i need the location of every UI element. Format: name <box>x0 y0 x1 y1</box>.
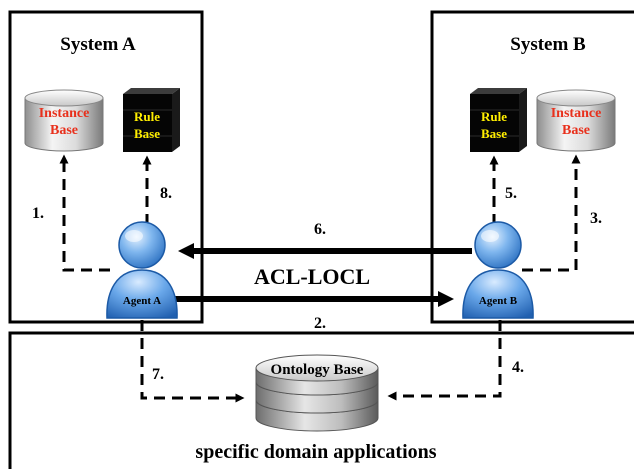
domain-label: specific domain applications <box>195 441 436 463</box>
instance-base-b: Instance Base <box>536 89 616 152</box>
step-7-label: 7. <box>152 366 164 383</box>
system-a-box <box>8 10 204 324</box>
instance-base-a-label-1: Instance <box>39 106 90 121</box>
step-1-label: 1. <box>32 205 44 222</box>
system-a-title: System A <box>60 34 136 55</box>
step-6-label: 6. <box>314 221 326 238</box>
step-5-label: 5. <box>505 185 517 202</box>
agent-b: Agent B <box>462 221 534 319</box>
rule-base-b-label-2: Base <box>481 126 507 141</box>
agent-b-label: Agent B <box>479 295 518 307</box>
rule-base-a: Rule Base <box>123 88 180 152</box>
system-b-title: System B <box>510 34 586 55</box>
system-b-box <box>430 10 634 324</box>
ontology-base: Ontology Base <box>255 354 379 432</box>
step-8-label: 8. <box>160 185 172 202</box>
ontology-base-label: Ontology Base <box>271 362 364 378</box>
flow-4-arrow <box>387 320 502 401</box>
step-3-label: 3. <box>590 210 602 227</box>
step-2-label: 2. <box>314 315 326 332</box>
instance-base-a: Instance Base <box>24 89 104 152</box>
instance-base-b-label-1: Instance <box>551 106 602 121</box>
agent-a: Agent A <box>106 221 178 319</box>
instance-base-a-label-2: Base <box>50 123 78 138</box>
flow-3-arrow <box>522 154 581 272</box>
rule-base-a-label-2: Base <box>134 126 160 141</box>
instance-base-b-label-2: Base <box>562 123 590 138</box>
rule-base-b-label-1: Rule <box>481 109 507 124</box>
flow-1-arrow <box>59 154 110 272</box>
agent-a-label: Agent A <box>123 295 161 307</box>
flow-7-arrow <box>140 320 245 403</box>
rule-base-b: Rule Base <box>470 88 527 152</box>
protocol-label: ACL-LOCL <box>254 264 370 289</box>
rule-base-a-label-1: Rule <box>134 109 160 124</box>
domain-applications-box <box>8 331 634 469</box>
step-4-label: 4. <box>512 359 524 376</box>
